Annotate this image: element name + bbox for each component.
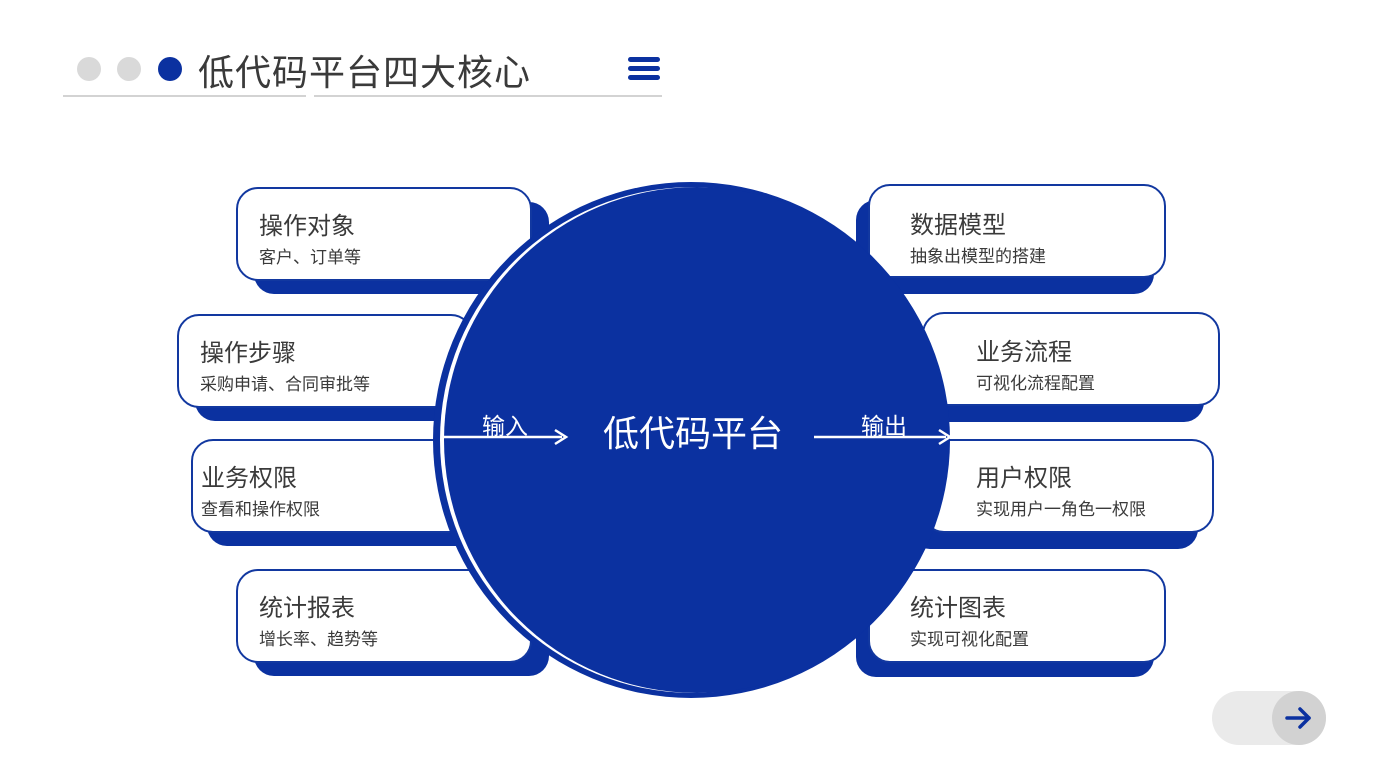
arrow-right-icon	[1285, 707, 1311, 729]
title-underline-left	[63, 95, 306, 97]
pager-dot-active	[158, 57, 182, 81]
output-arrow-head	[938, 428, 953, 446]
card-subtitle: 实现可视化配置	[910, 630, 1029, 650]
card-frame	[868, 569, 1166, 663]
card-title: 用户权限	[976, 464, 1072, 492]
output-label: 输出	[861, 414, 907, 440]
card-subtitle: 抽象出模型的搭建	[910, 247, 1046, 267]
title-underline-right	[314, 95, 662, 97]
card-subtitle: 可视化流程配置	[976, 374, 1095, 394]
input-arrow-head	[554, 428, 569, 446]
card-title: 业务流程	[976, 338, 1072, 366]
next-slide-button[interactable]	[1212, 691, 1326, 745]
card-frame	[868, 184, 1166, 278]
card-frame	[236, 187, 532, 281]
card-title: 统计报表	[259, 594, 355, 622]
card-subtitle: 实现用户一角色一权限	[976, 500, 1146, 520]
card-subtitle: 增长率、趋势等	[259, 630, 378, 650]
card-title: 业务权限	[201, 464, 297, 492]
card-subtitle: 查看和操作权限	[201, 500, 320, 520]
card-title: 数据模型	[910, 211, 1006, 239]
card-frame	[922, 312, 1220, 406]
card-frame	[922, 439, 1214, 533]
pager-dot-1	[77, 57, 101, 81]
card-subtitle: 采购申请、合同审批等	[200, 375, 370, 395]
hamburger-menu-icon[interactable]	[626, 56, 662, 82]
center-title: 低代码平台	[603, 414, 784, 455]
card-title: 操作对象	[259, 212, 355, 240]
next-knob[interactable]	[1272, 691, 1326, 745]
card-title: 操作步骤	[200, 339, 296, 367]
card-frame	[177, 314, 473, 408]
page-title: 低代码平台四大核心	[198, 53, 532, 94]
card-subtitle: 客户、订单等	[259, 248, 361, 268]
pager-dot-2	[117, 57, 141, 81]
input-label: 输入	[482, 414, 528, 440]
card-title: 统计图表	[910, 594, 1006, 622]
center-circle	[444, 187, 950, 693]
